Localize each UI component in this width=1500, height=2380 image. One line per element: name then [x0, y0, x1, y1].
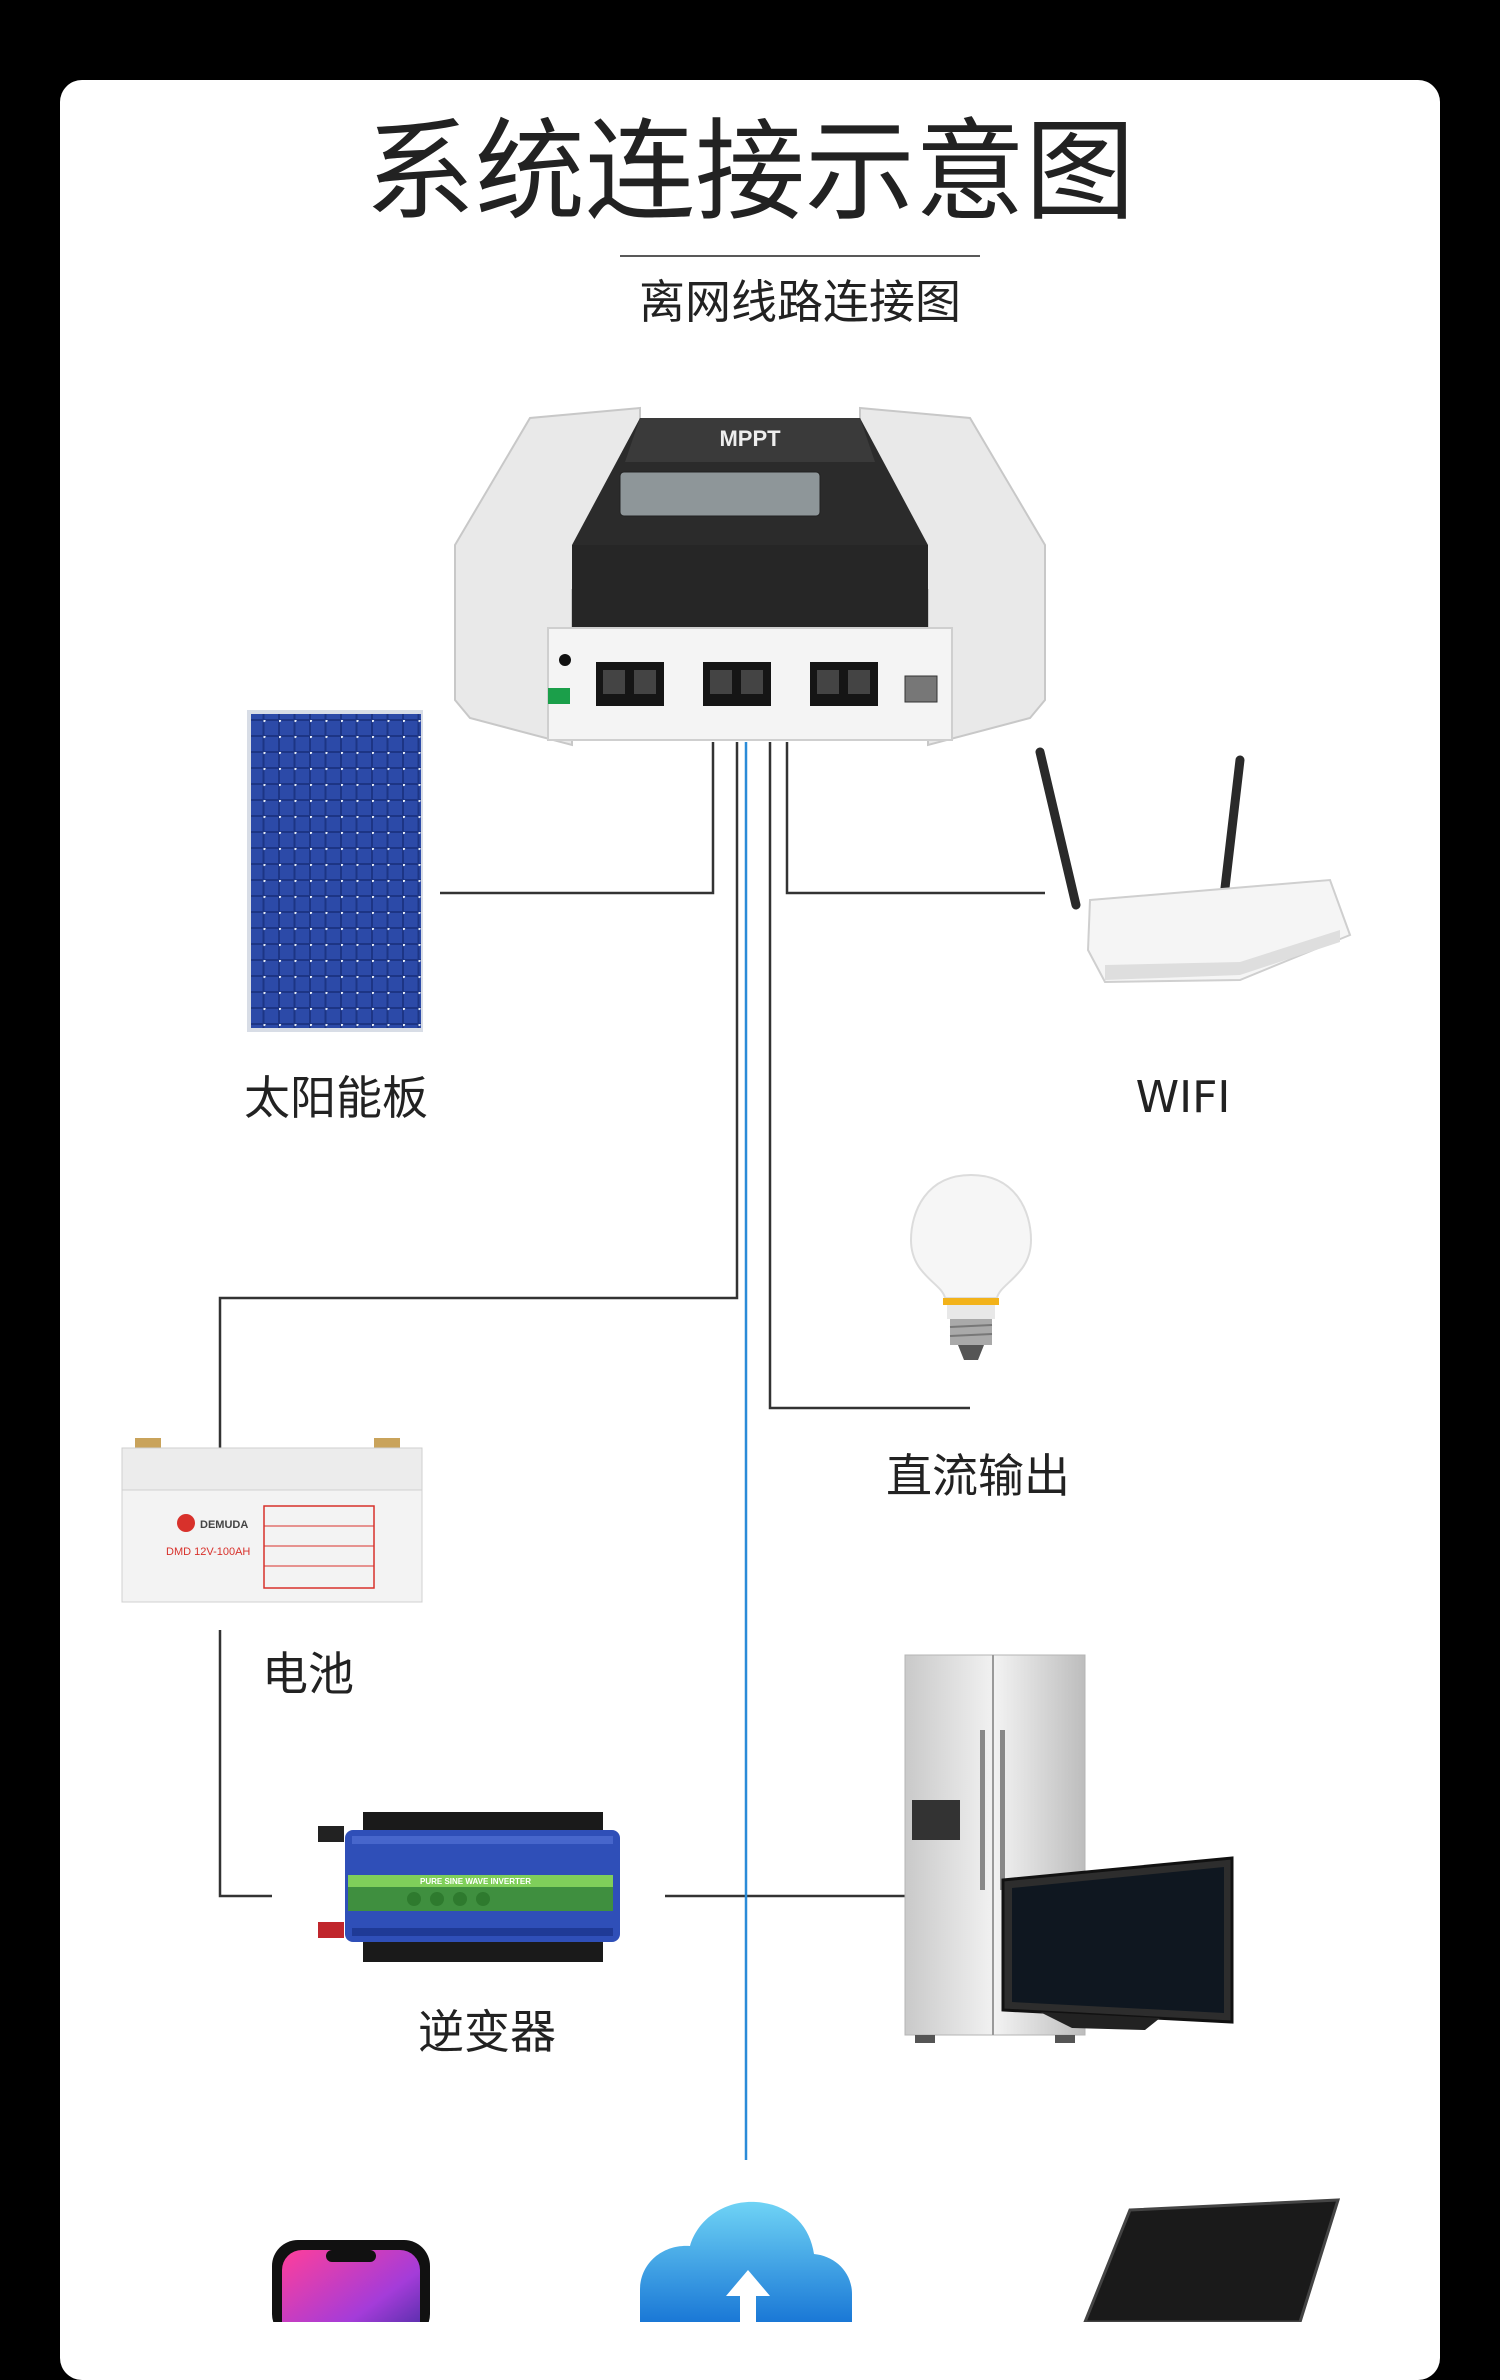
wifi-label: WIFI — [1136, 1072, 1231, 1123]
ethernet-port — [904, 675, 938, 703]
dc-output-label: 直流输出 — [886, 1449, 1070, 1503]
television — [1001, 1856, 1234, 2030]
wire-battery — [218, 742, 739, 1448]
inverter: PURE SINE WAVE INVERTER — [318, 1812, 620, 1962]
smartphone-icon — [272, 2240, 430, 2322]
connection-diagram: 系统连接示意图 离网线路连接图 MPPT — [121, 108, 1352, 2322]
page-title: 系统连接示意图 — [365, 108, 1135, 236]
solar-panel-label: 太阳能板 — [244, 1071, 428, 1125]
controller-lcd — [619, 471, 821, 517]
mppt-controller: MPPT — [454, 406, 1046, 747]
wire-wifi — [785, 742, 1045, 895]
wires — [218, 742, 1045, 1898]
battery-model: DMD 12V-100AH — [166, 1546, 250, 1558]
subtitle: 离网线路连接图 — [639, 275, 961, 329]
wire-solar — [440, 742, 715, 895]
wire-dc-output — [768, 742, 970, 1410]
controller-brand: MPPT — [719, 426, 781, 451]
terminal-green — [548, 688, 570, 704]
wifi-router — [1035, 747, 1352, 984]
cloud-icon — [640, 2201, 852, 2322]
inverter-label: 逆变器 — [418, 2005, 556, 2059]
light-bulb-icon — [909, 1173, 1033, 1360]
solar-panel — [247, 710, 423, 1032]
wire-inverter — [218, 1630, 272, 1898]
laptop-icon — [1083, 2198, 1341, 2322]
inverter-banner: PURE SINE WAVE INVERTER — [420, 1877, 531, 1886]
battery-brand: DEMUDA — [200, 1519, 248, 1531]
battery-label: 电池 — [262, 1647, 354, 1701]
battery: DEMUDA DMD 12V-100AH — [121, 1438, 423, 1603]
terminal-blocks — [596, 662, 878, 706]
